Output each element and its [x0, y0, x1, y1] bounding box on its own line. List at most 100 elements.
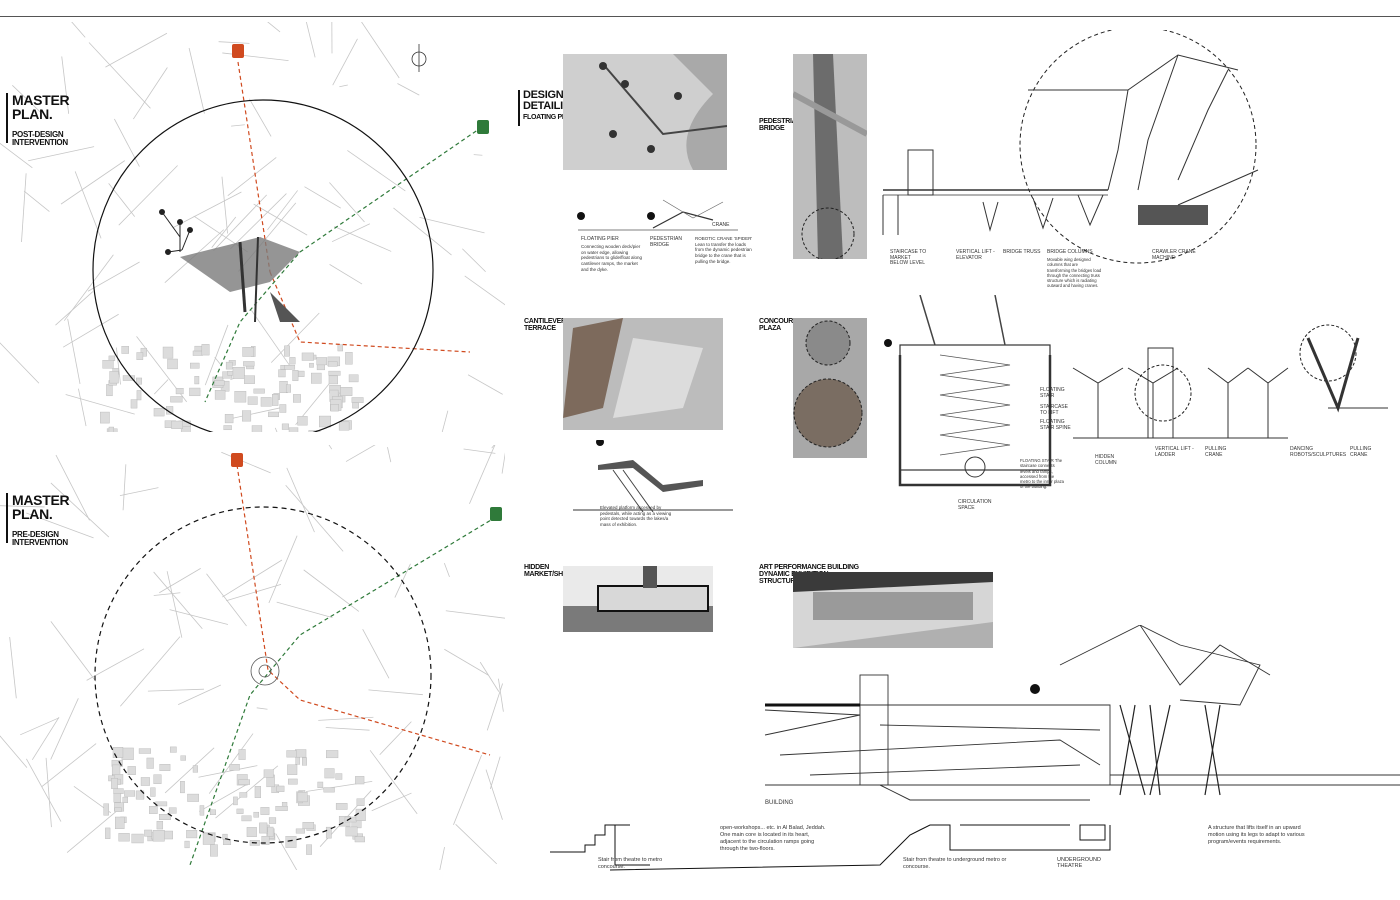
- street-line: [169, 609, 229, 625]
- street-line: [87, 261, 140, 292]
- building-block: [244, 375, 255, 384]
- street-line: [86, 648, 145, 681]
- pedestrian-bridge-label: PEDESTRIAN BRIDGE: [759, 118, 802, 132]
- pedestrian-bridge-heading: PEDESTRIAN BRIDGE: [759, 118, 809, 132]
- street-line: [88, 42, 151, 109]
- street-line: [50, 698, 79, 760]
- street-line: [211, 216, 237, 248]
- concourse-plaza-label: CONCOURSE PLAZA: [759, 318, 802, 332]
- building-block: [233, 796, 238, 806]
- building-block: [163, 830, 173, 840]
- street-line: [119, 487, 159, 497]
- street-line: [419, 216, 485, 234]
- terrace-note: Elevated platform accessed by pedestals,…: [600, 505, 672, 527]
- train-icon-green: [490, 507, 502, 521]
- building-block: [311, 372, 322, 384]
- street-line: [305, 22, 316, 58]
- top-rule: [0, 16, 1400, 17]
- building-block: [192, 765, 198, 773]
- building-block: [113, 788, 124, 794]
- building-block: [260, 807, 270, 815]
- building-block: [124, 790, 136, 797]
- bridge-column-desc: Movable wing designed columns that are t…: [1047, 257, 1102, 289]
- building-block: [121, 747, 134, 760]
- building-block: [159, 814, 171, 820]
- street-line: [71, 22, 86, 38]
- street-line: [105, 32, 168, 68]
- building-block: [144, 829, 153, 837]
- column-label-lift: VERTICAL LIFT - LADDER: [1155, 446, 1194, 458]
- building-block: [260, 397, 272, 407]
- street-line: [479, 661, 500, 692]
- cantilevered-terrace-render: [563, 318, 723, 430]
- building-block: [267, 826, 274, 837]
- street-line: [55, 291, 94, 326]
- building-block: [276, 785, 285, 792]
- street-line: [332, 38, 358, 86]
- building-block: [242, 410, 252, 422]
- street-line: [114, 118, 140, 167]
- street-line: [45, 757, 52, 828]
- building-block: [253, 388, 265, 394]
- building-block: [210, 809, 216, 816]
- street-line: [453, 754, 482, 825]
- heading-bar: [518, 90, 520, 126]
- street-line: [473, 154, 483, 156]
- building-block: [261, 835, 270, 845]
- building-block: [263, 769, 274, 778]
- street-line: [74, 171, 102, 239]
- bottom-section-line: [550, 820, 1120, 875]
- street-line: [206, 573, 247, 627]
- street-line: [122, 464, 127, 511]
- building-block: [214, 380, 225, 386]
- concourse-plaza-heading: CONCOURSE PLAZA: [759, 318, 802, 332]
- street-line: [198, 765, 258, 778]
- building-block: [253, 811, 260, 818]
- building-block: [115, 816, 125, 830]
- building-block: [118, 833, 130, 842]
- building-block: [268, 411, 279, 418]
- street-line: [166, 571, 183, 638]
- street-line: [0, 342, 40, 384]
- building-block: [194, 376, 200, 385]
- street-line: [214, 357, 222, 367]
- street-line: [268, 535, 298, 604]
- building-block: [146, 757, 154, 769]
- building-block: [335, 803, 348, 810]
- street-line: [20, 717, 60, 736]
- building-block: [285, 836, 297, 848]
- street-line: [177, 684, 222, 705]
- building-block: [284, 345, 290, 357]
- street-line: [441, 410, 449, 432]
- building-block: [356, 798, 365, 806]
- building-block: [108, 355, 116, 361]
- concourse-note-5: CIRCULATION SPACE: [958, 499, 992, 511]
- street-line: [65, 394, 135, 415]
- street-line: [204, 324, 229, 386]
- building-block: [352, 402, 359, 409]
- building-block: [234, 391, 247, 403]
- building-block: [222, 833, 228, 840]
- concourse-note-2: STAIRCASE TO LIFT: [1040, 404, 1068, 416]
- building-block: [114, 807, 122, 812]
- street-line: [397, 83, 420, 96]
- building-block: [345, 826, 358, 837]
- street-line: [164, 747, 215, 794]
- hidden-market-label: HIDDEN MARKET/SHOPS: [524, 564, 577, 578]
- street-line: [443, 562, 450, 577]
- street-line: [339, 84, 348, 88]
- zigzag-stair: [939, 354, 1011, 456]
- building-block: [223, 425, 232, 431]
- columns-elevation: [1068, 318, 1396, 448]
- building-block: [190, 362, 200, 369]
- street-line: [0, 505, 45, 508]
- building-label: BUILDING: [765, 800, 794, 806]
- street-line: [231, 406, 286, 419]
- street-line: [153, 571, 203, 630]
- building-block: [122, 375, 135, 381]
- concourse-note-3: FLOATING STAIR SPINE: [1040, 419, 1071, 431]
- street-line: [368, 689, 423, 696]
- street-line: [231, 124, 245, 127]
- building-block: [184, 840, 190, 849]
- master-plan-post-heading: MASTER PLAN. POST-DESIGN INTERVENTION: [12, 93, 102, 147]
